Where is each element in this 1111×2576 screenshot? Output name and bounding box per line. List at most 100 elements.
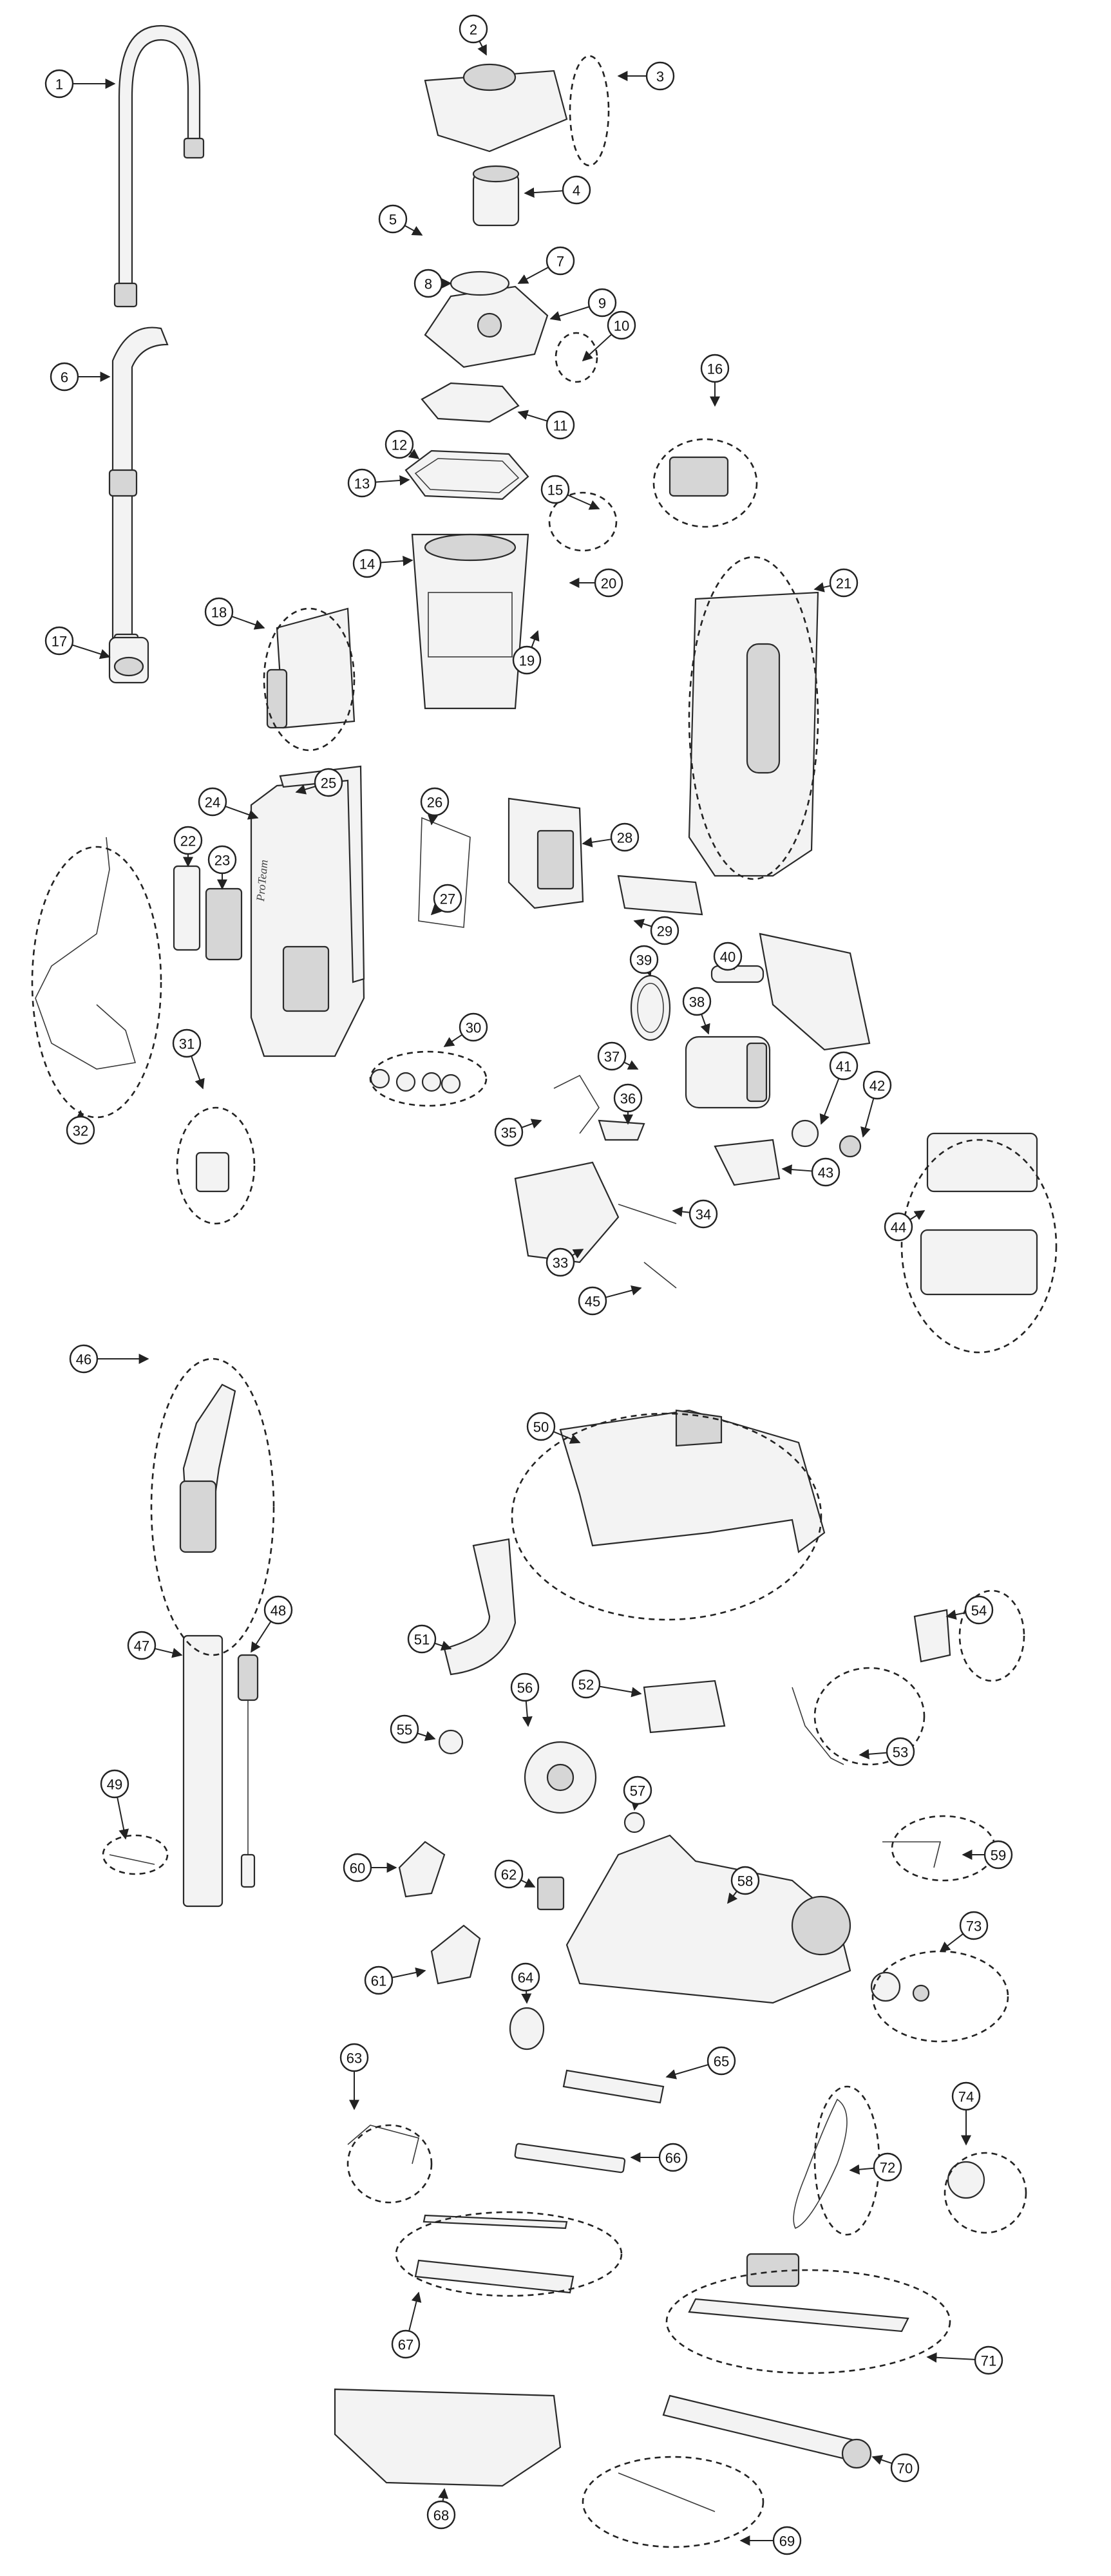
- leader-line-18: [231, 616, 265, 630]
- part-61-pedal: [430, 1924, 481, 1985]
- part-64-roller: [509, 2007, 545, 2050]
- part-28-panel: [508, 797, 584, 909]
- leader-line-52: [599, 1685, 642, 1698]
- part-54-latch: [913, 1609, 951, 1663]
- part-36-clip: [598, 1119, 645, 1141]
- callout-circle-49: [100, 1769, 129, 1799]
- callout-47: 47: [127, 1631, 157, 1660]
- callout-circle-60: [343, 1853, 372, 1882]
- callout-68: 68: [426, 2500, 456, 2530]
- part-32-wire-harness: [35, 837, 137, 1070]
- callout-32: 32: [66, 1115, 95, 1145]
- part-52-circuit-board: [643, 1680, 726, 1734]
- callout-circle-34: [688, 1199, 718, 1229]
- part-38-motor: [685, 1036, 771, 1109]
- callout-49: 49: [100, 1769, 129, 1799]
- callout-circle-3: [645, 61, 675, 91]
- callout-number-61: 61: [371, 1973, 386, 1989]
- callout-circle-65: [707, 2046, 736, 2076]
- part-1-upper-wand: [113, 24, 205, 308]
- callout-circle-51: [407, 1624, 437, 1654]
- part-12-filter-frame: [404, 450, 529, 500]
- part-68-front-bumper: [334, 2388, 562, 2487]
- callout-circle-43: [811, 1157, 840, 1187]
- callout-number-5: 5: [389, 212, 397, 228]
- callout-circle-4: [562, 175, 591, 205]
- callout-19: 19: [512, 645, 542, 675]
- part-47-handle-tube: [182, 1634, 223, 1908]
- callout-46: 46: [69, 1344, 99, 1374]
- callout-number-13: 13: [354, 476, 370, 492]
- callout-number-28: 28: [617, 830, 632, 846]
- callout-number-23: 23: [214, 853, 230, 869]
- part-41-bearing: [791, 1119, 819, 1148]
- part-35-wire: [553, 1074, 600, 1134]
- callout-26: 26: [420, 787, 450, 817]
- callout-59: 59: [983, 1840, 1013, 1870]
- leader-line-7: [517, 267, 549, 284]
- callout-67: 67: [391, 2329, 421, 2359]
- callout-circle-25: [314, 768, 343, 797]
- callout-60: 60: [343, 1853, 372, 1882]
- leader-line-24: [225, 806, 259, 820]
- callout-number-40: 40: [720, 949, 736, 965]
- callout-number-35: 35: [501, 1125, 517, 1141]
- leader-line-30: [443, 1034, 463, 1047]
- part-67-rail: [414, 2259, 574, 2294]
- dashed-group-11: [150, 1358, 275, 1656]
- callout-61: 61: [364, 1965, 394, 1995]
- callout-3: 3: [645, 61, 675, 91]
- callout-22: 22: [173, 826, 203, 855]
- dashed-group-12: [102, 1834, 169, 1875]
- callout-number-73: 73: [966, 1918, 982, 1935]
- leader-line-33: [571, 1249, 584, 1259]
- callout-55: 55: [390, 1714, 419, 1744]
- callout-circle-40: [713, 942, 743, 971]
- callout-number-26: 26: [427, 795, 442, 811]
- part-72-belt: [793, 2098, 848, 2230]
- callout-7: 7: [546, 246, 575, 276]
- callout-circle-16: [700, 354, 730, 383]
- callout-number-15: 15: [547, 482, 563, 498]
- callout-number-3: 3: [656, 69, 664, 85]
- callout-51: 51: [407, 1624, 437, 1654]
- leader-line-45: [605, 1285, 642, 1298]
- callout-number-50: 50: [533, 1419, 549, 1435]
- callout-number-37: 37: [604, 1049, 620, 1065]
- part-66-strip: [514, 2143, 626, 2174]
- callout-65: 65: [707, 2046, 736, 2076]
- callout-number-67: 67: [398, 2337, 413, 2353]
- leader-line-54: [945, 1609, 966, 1620]
- leader-line-62: [520, 1878, 536, 1888]
- callout-24: 24: [198, 787, 227, 817]
- callout-28: 28: [610, 822, 640, 852]
- leader-line-43: [781, 1164, 813, 1175]
- dashed-group-3: [652, 438, 758, 528]
- leader-line-65: [665, 2063, 709, 2079]
- dashed-group-10: [900, 1139, 1058, 1354]
- part-57-clip: [623, 1812, 645, 1833]
- leader-line-13: [375, 475, 410, 486]
- callout-number-63: 63: [347, 2050, 362, 2067]
- callout-number-1: 1: [55, 77, 63, 93]
- callout-circle-13: [347, 468, 377, 498]
- callout-circle-52: [571, 1669, 601, 1699]
- callout-number-30: 30: [466, 1020, 481, 1036]
- callout-circle-59: [983, 1840, 1013, 1870]
- callout-circle-38: [682, 987, 712, 1016]
- callout-18: 18: [204, 597, 234, 627]
- part-16-bracket: [669, 456, 729, 497]
- leader-line-5: [404, 225, 423, 236]
- dashed-group-4: [548, 491, 618, 552]
- callout-number-16: 16: [707, 361, 723, 377]
- leader-line-67: [408, 2291, 422, 2331]
- callout-circle-32: [66, 1115, 95, 1145]
- callout-circle-36: [613, 1083, 643, 1113]
- callout-circle-7: [546, 246, 575, 276]
- callout-62: 62: [494, 1859, 524, 1889]
- part-9-filter-housing: [424, 285, 549, 368]
- leader-line-49: [117, 1797, 129, 1840]
- callout-number-34: 34: [696, 1207, 711, 1223]
- leader-line-51: [434, 1640, 452, 1651]
- callout-circle-50: [526, 1412, 556, 1441]
